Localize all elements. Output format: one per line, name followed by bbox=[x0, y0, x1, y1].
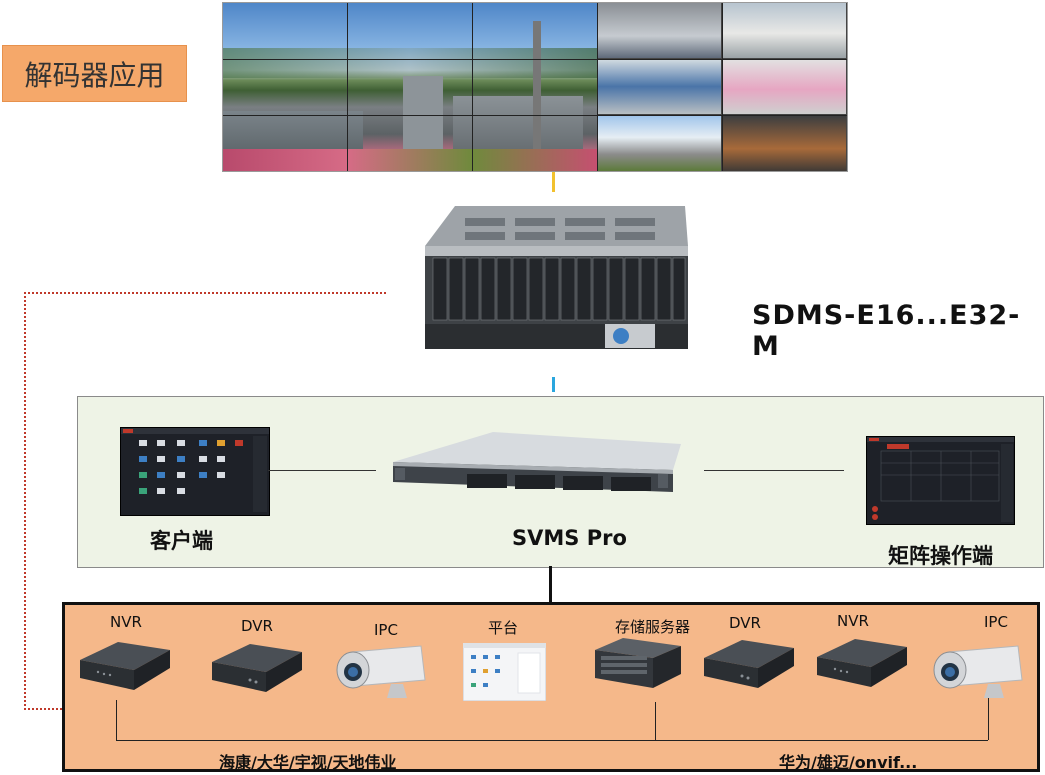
svms-server-image bbox=[393, 432, 681, 492]
device-bus-line bbox=[116, 740, 988, 741]
device-label: DVR bbox=[729, 614, 761, 632]
device-label: IPC bbox=[374, 621, 398, 639]
device-label: IPC bbox=[984, 613, 1008, 631]
matrix-label: 矩阵操作端 bbox=[888, 544, 993, 568]
nvr-device-icon bbox=[80, 642, 170, 690]
brands-right-label: 华为/雄迈/onvif... bbox=[779, 753, 918, 772]
storage-server-icon bbox=[595, 638, 681, 688]
platform-to-devices-link bbox=[549, 566, 552, 602]
server-label: SVMS Pro bbox=[512, 526, 627, 550]
client-label: 客户端 bbox=[150, 529, 213, 553]
video-wall bbox=[222, 2, 848, 172]
dvr-device-icon bbox=[704, 640, 794, 688]
ipc-camera-icon bbox=[336, 645, 426, 698]
dotted-link-vertical bbox=[24, 292, 26, 710]
device-label: DVR bbox=[241, 617, 273, 635]
device-label: NVR bbox=[837, 612, 869, 630]
page-title: 解码器应用 bbox=[2, 45, 187, 102]
bus-drop bbox=[116, 700, 117, 740]
dotted-link-bottom bbox=[24, 708, 62, 710]
bus-drop bbox=[988, 698, 989, 740]
matrix-screen-image bbox=[866, 436, 1015, 525]
dotted-link-top bbox=[24, 292, 386, 294]
devices-panel bbox=[62, 602, 1040, 772]
decoder-chassis bbox=[425, 206, 688, 349]
device-label: 存储服务器 bbox=[615, 618, 691, 636]
decoder-model-label: SDMS-E16...E32-M bbox=[752, 300, 1021, 362]
client-screen-image bbox=[120, 427, 270, 516]
device-label: 平台 bbox=[488, 619, 519, 637]
brands-left-label: 海康/大华/宇视/天地伟业 bbox=[219, 753, 397, 772]
matrix-link bbox=[704, 470, 844, 471]
ipc-camera-icon bbox=[933, 645, 1023, 698]
wall-connector bbox=[552, 172, 555, 192]
nvr-device-icon bbox=[817, 639, 907, 687]
platform-screen-image bbox=[463, 643, 546, 701]
client-link bbox=[268, 470, 376, 471]
dvr-device-icon bbox=[212, 644, 302, 692]
bus-drop bbox=[655, 702, 656, 740]
decoder-connector bbox=[552, 377, 555, 392]
video-wall-main-scene bbox=[223, 3, 597, 171]
device-label: NVR bbox=[110, 613, 142, 631]
